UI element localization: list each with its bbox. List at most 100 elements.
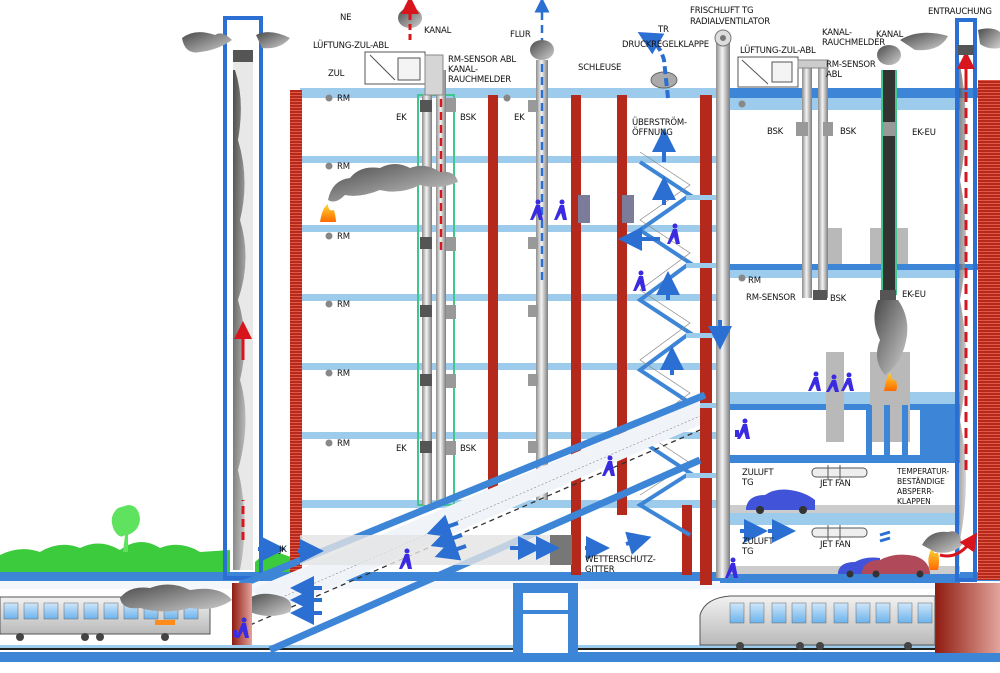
label-rm: RM xyxy=(337,439,350,449)
jet-fan-upper xyxy=(811,465,868,480)
jet-fan-lower xyxy=(811,525,868,540)
label-bsk: BSK xyxy=(460,444,477,454)
smoke-detector-icon xyxy=(325,300,333,308)
people xyxy=(233,199,854,638)
label-entrauchung: ENTRAUCHUNG xyxy=(928,7,992,17)
person-icon xyxy=(667,223,680,244)
person-icon xyxy=(735,418,750,439)
smoke-detector-icon xyxy=(325,369,333,377)
label-kanal-left: KANAL xyxy=(424,26,452,36)
ground-slab xyxy=(0,572,1000,581)
label-rm: RM xyxy=(337,369,350,379)
label-ek: EK xyxy=(514,113,525,123)
facade-wall-left xyxy=(290,90,302,572)
label-temp-1: TEMPERATUR- xyxy=(896,467,949,476)
stairwell-wall xyxy=(700,95,712,585)
label-temp-3: ABSPERR- xyxy=(897,487,934,496)
building-floors xyxy=(300,88,720,508)
label-lueftung-left: LÜFTUNG-ZUL-ABL xyxy=(313,40,389,51)
fire-icon xyxy=(155,620,175,625)
lock-wall-right xyxy=(617,95,627,515)
label-bsk: BSK xyxy=(840,127,857,137)
label-temp-2: BESTÄNDIGE xyxy=(897,477,945,486)
label-zuluft-2: TG xyxy=(741,478,753,488)
label-ueberstroem-1: ÜBERSTRÖM- xyxy=(632,117,687,128)
fire-icon xyxy=(884,372,897,391)
right-smoke-shaft xyxy=(900,18,1000,582)
person-icon xyxy=(399,548,412,569)
corridor-wall xyxy=(488,95,498,505)
label-rm-sensor: RM-SENSOR xyxy=(746,293,796,303)
label-druckregelklappe: DRUCKREGELKLAPPE xyxy=(622,40,709,50)
label-frischluft-2: RADIALVENTILATOR xyxy=(690,17,770,27)
label-zul: ZUL xyxy=(328,69,345,79)
label-kanal-rauchmelder-left-2: RAUCHMELDER xyxy=(448,75,511,85)
person-icon xyxy=(808,371,821,391)
right-building xyxy=(720,88,1000,583)
label-zuluft-1: ZULUFT xyxy=(742,468,774,478)
garage-airflow-arrows xyxy=(740,519,978,558)
left-smoke-shaft xyxy=(182,16,290,580)
person-icon xyxy=(233,617,249,638)
cars-lower xyxy=(838,531,962,578)
fan-icon xyxy=(233,50,253,62)
person-icon xyxy=(841,372,854,391)
smoke-detector-icon xyxy=(738,100,746,108)
stairwell xyxy=(618,128,732,537)
person-icon xyxy=(725,557,738,578)
label-jet-fan: JET FAN xyxy=(819,540,851,550)
label-bsk: BSK xyxy=(460,113,477,123)
fan-icon xyxy=(958,45,974,55)
person-icon xyxy=(602,455,615,476)
label-zuluft-2: TG xyxy=(741,547,753,557)
person-icon xyxy=(633,270,646,291)
right-ducts xyxy=(802,68,908,375)
train-right xyxy=(699,595,936,650)
label-kanal-rauchmelder-left-1: KANAL- xyxy=(448,65,478,75)
train-left xyxy=(0,584,292,641)
label-ek-eu: EK-EU xyxy=(902,290,926,300)
label-frischluft-1: FRISCHLUFT TG xyxy=(690,6,753,16)
smoke-detector-icon xyxy=(325,94,333,102)
label-lueftung-right: LÜFTUNG-ZUL-ABL xyxy=(740,45,816,56)
label-flur: FLUR xyxy=(510,30,531,40)
corridor-shaft xyxy=(530,0,554,500)
lock-wall-left xyxy=(571,95,581,575)
smoke-detector-icon xyxy=(325,162,333,170)
label-schleuse: SCHLEUSE xyxy=(578,63,621,73)
label-ek: EK xyxy=(396,113,407,123)
label-ueberstroem-2: ÖFFNUNG xyxy=(632,127,673,138)
label-zuluft-1: ZULUFT xyxy=(742,537,774,547)
label-tr: TR xyxy=(657,25,669,35)
tunnel-wall xyxy=(935,583,1000,653)
label-jk: JK xyxy=(278,545,287,555)
label-rm: RM xyxy=(337,94,350,104)
label-jet-fan: JET FAN xyxy=(819,479,851,489)
label-kanal-rauchmelder-right-2: RAUCHMELDER xyxy=(822,38,885,48)
label-temp-4: KLAPPEN xyxy=(897,497,931,506)
fire-icon xyxy=(928,548,939,570)
smoke-detector-icon xyxy=(503,94,511,102)
label-rm: RM xyxy=(337,232,350,242)
labels: NE KANAL LÜFTUNG-ZUL-ABL ZUL RM-SENSOR A… xyxy=(278,6,992,575)
label-rm: RM xyxy=(748,276,761,286)
person-icon xyxy=(530,199,543,220)
label-ek-eu: EK-EU xyxy=(912,128,936,138)
label-bsk: BSK xyxy=(830,294,847,304)
ventilation-unit-left xyxy=(364,0,444,96)
ek-shaft xyxy=(403,65,455,506)
dampers xyxy=(420,98,896,455)
label-rm: RM xyxy=(337,300,350,310)
druckregelklappe xyxy=(637,31,678,99)
person-icon xyxy=(826,374,839,392)
intake-tunnel xyxy=(258,514,652,625)
label-rm-sensor-abl-left: RM-SENSOR ABL xyxy=(448,55,516,65)
fire-icon xyxy=(320,204,336,222)
label-bsk: BSK xyxy=(767,127,784,137)
label-rm: RM xyxy=(337,162,350,172)
label-ne: NE xyxy=(340,13,351,23)
car-blue-upper xyxy=(746,489,815,514)
smoke-detector-icon xyxy=(325,232,333,240)
tree-icon xyxy=(111,505,140,552)
